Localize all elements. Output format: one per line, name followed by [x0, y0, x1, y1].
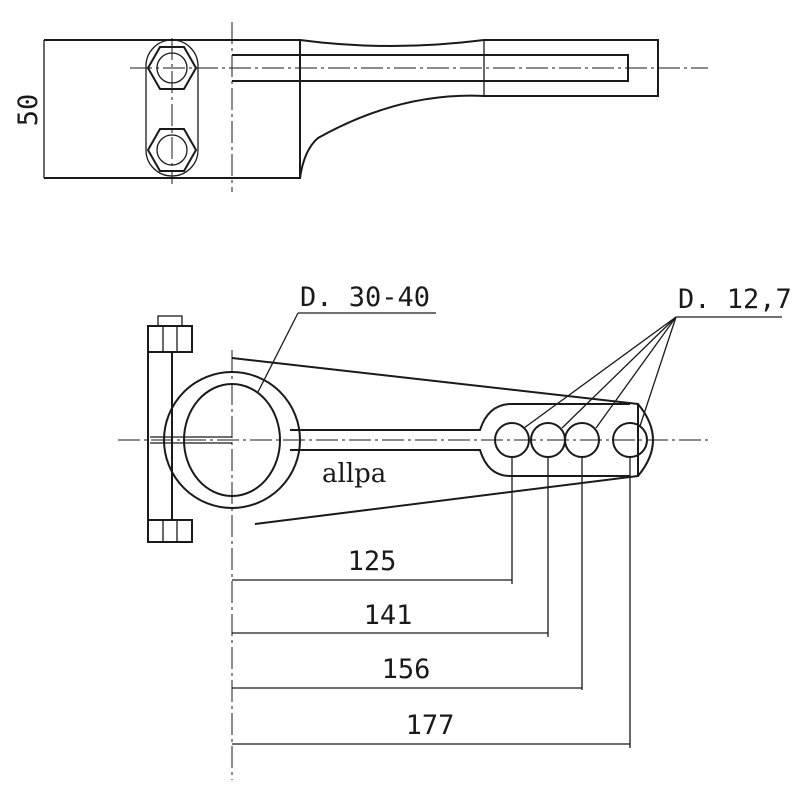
hole-diameter-callout: D. 12,7	[523, 284, 792, 429]
height-dimension-label: 50	[13, 94, 44, 127]
distance-141-label: 141	[364, 600, 413, 631]
bore-diameter-label: D. 30-40	[300, 282, 430, 313]
distance-177-label: 177	[406, 710, 455, 741]
distance-156-label: 156	[382, 654, 431, 685]
hole-diameter-label: D. 12,7	[678, 284, 792, 315]
clamp-bolt	[147, 315, 193, 543]
distance-125-label: 125	[348, 546, 397, 577]
bore-diameter-callout: D. 30-40	[257, 282, 436, 393]
brand-logo: allpa	[322, 459, 386, 489]
distance-dimensions: 125 141 156 177	[232, 457, 631, 748]
top-view: 50	[13, 22, 708, 192]
front-view: allpa	[118, 315, 712, 780]
